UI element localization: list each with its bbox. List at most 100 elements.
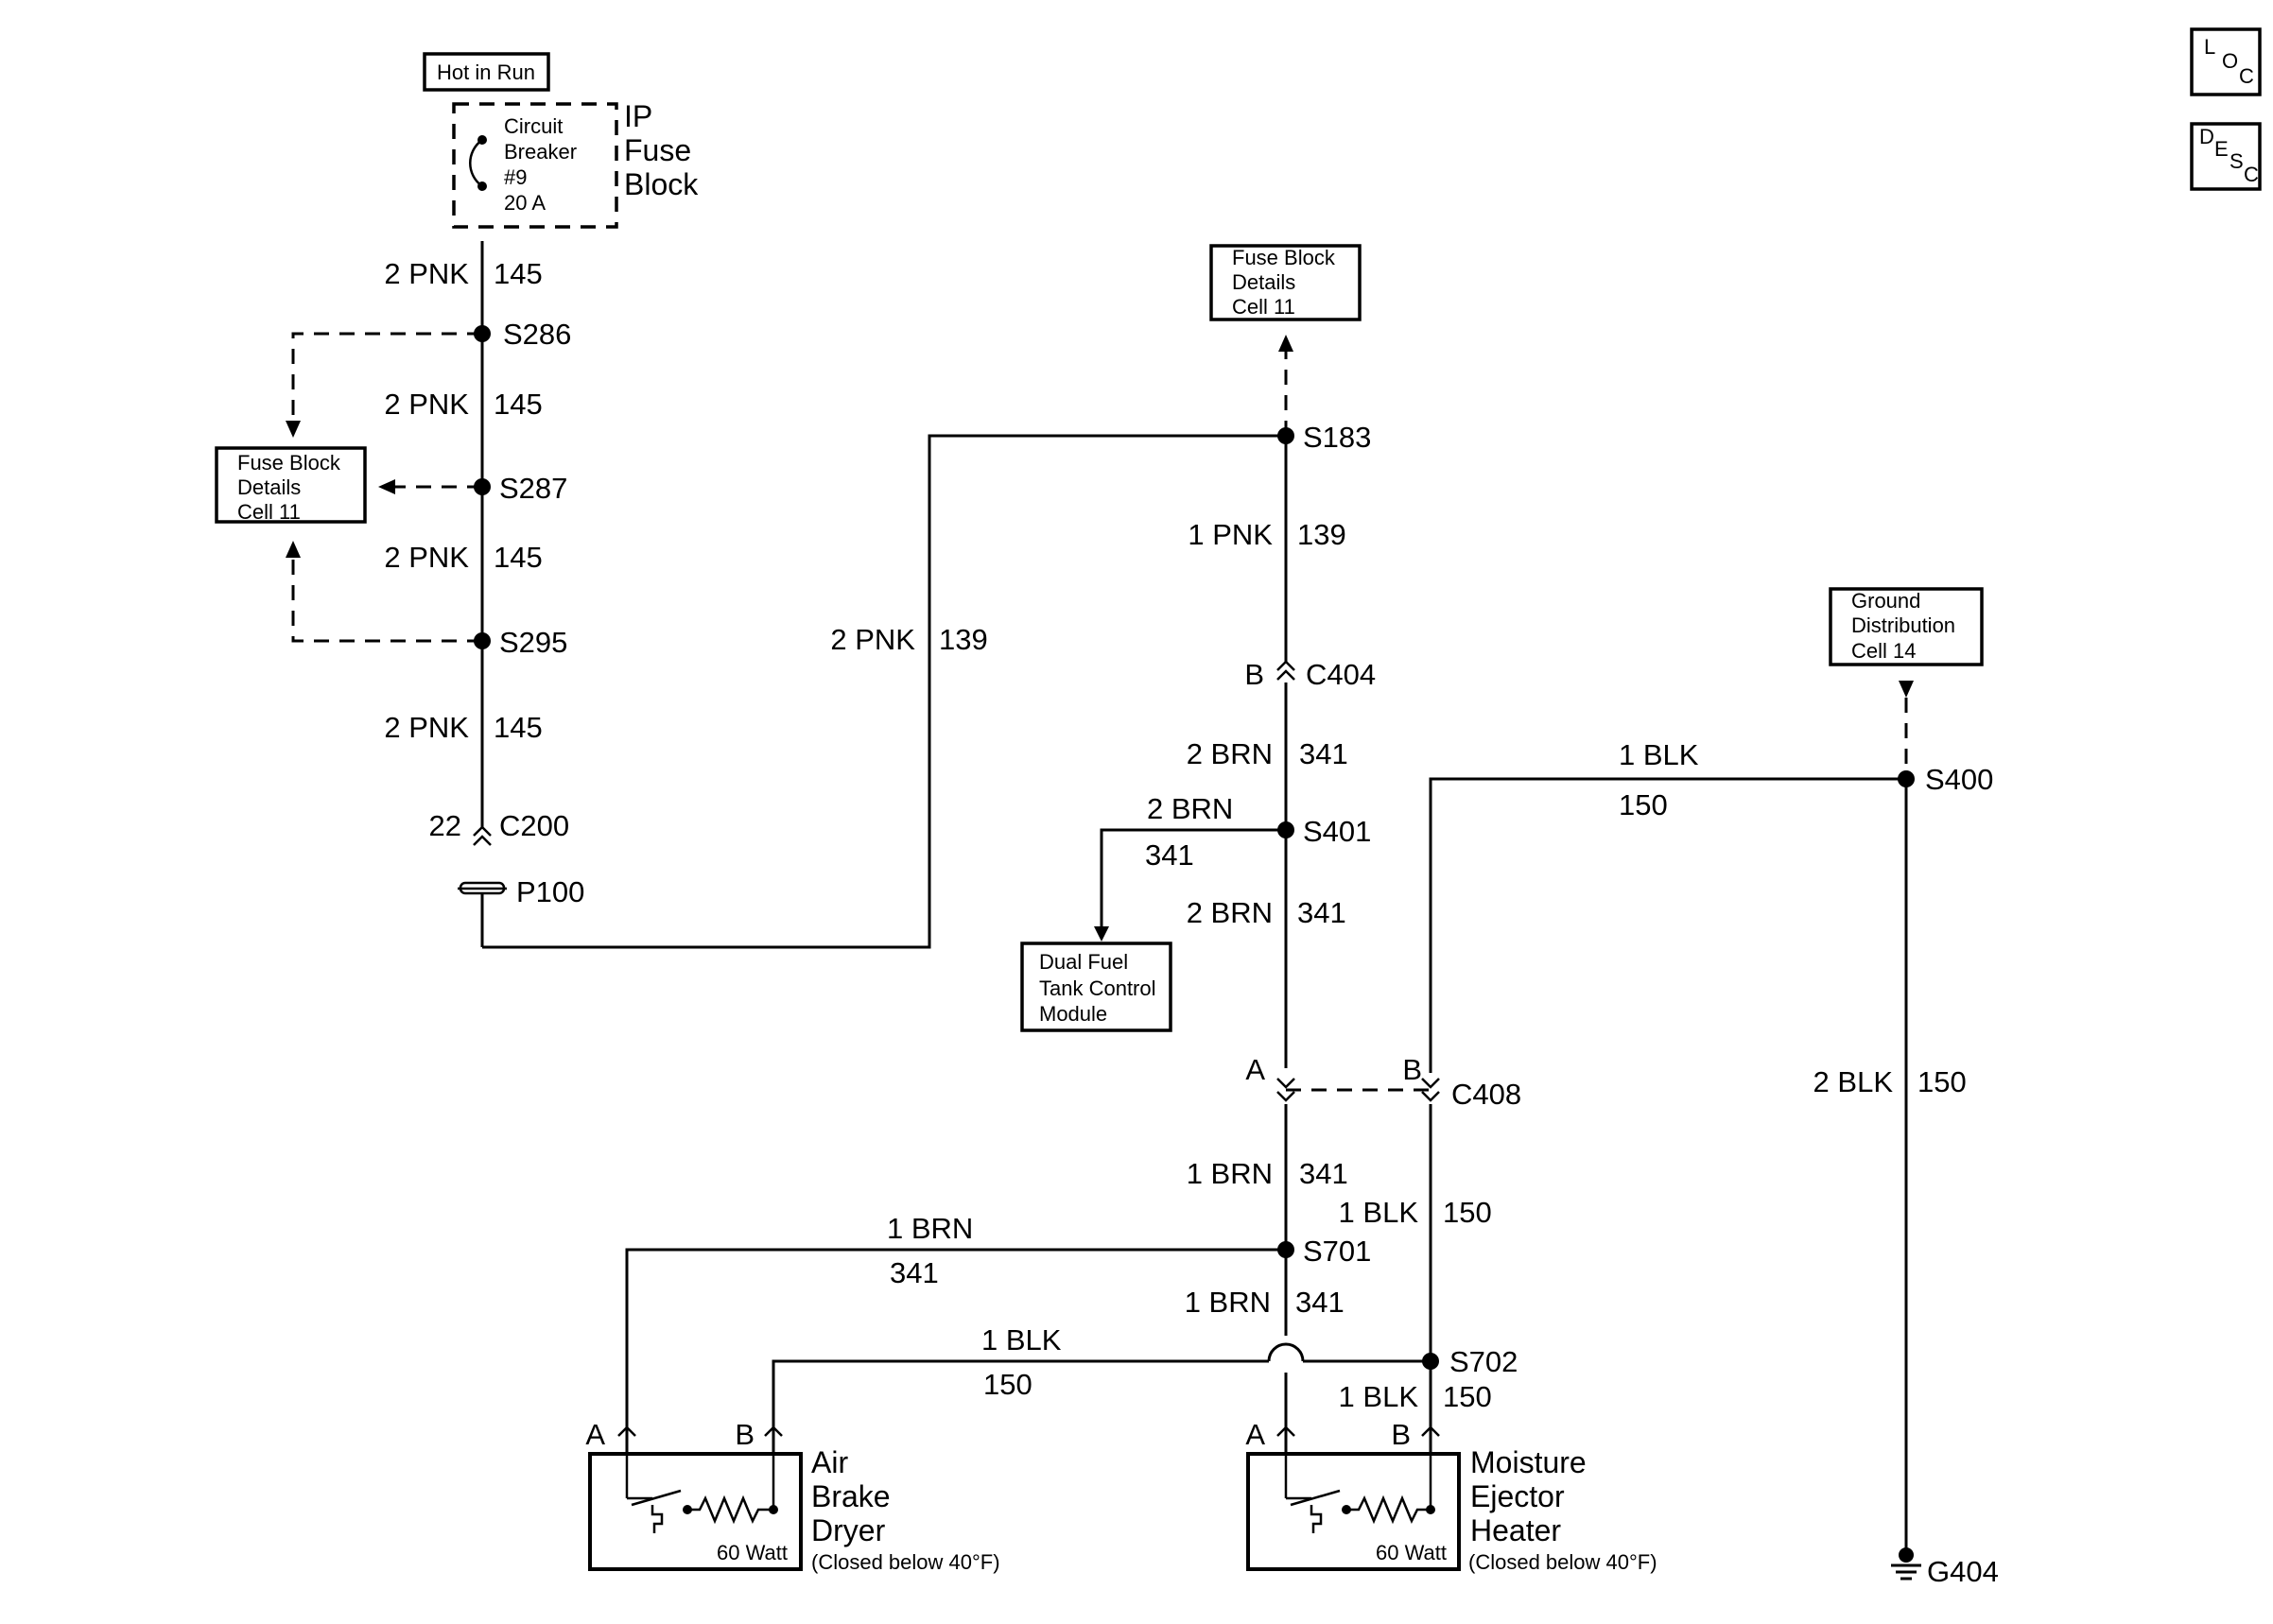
wire-label-circuit: 150 [1443,1380,1492,1413]
desc-letter: C [2244,163,2259,186]
c404-label: C404 [1306,658,1376,691]
wire-label-circuit: 150 [1619,788,1668,821]
fuse-block-details-line-2: Details [237,475,301,499]
wire-label-circuit: 145 [494,388,543,421]
heater-pin-b-label: B [1391,1418,1411,1451]
fuse-block-title-3: Block [624,167,699,201]
connector-c200-icon [473,825,492,846]
splice-dot-s401 [1277,821,1294,838]
wire-label-color: 1 BLK [1619,738,1699,771]
arrow-left-icon [378,479,395,494]
breaker-line-3: #9 [504,165,527,189]
fuse-block-details-line-1: Fuse Block [237,451,341,475]
dryer-name-3: Dryer [811,1513,886,1547]
breaker-line-2: Breaker [504,140,577,164]
heater-name-2: Ejector [1470,1479,1565,1513]
wire-label-circuit: 139 [939,623,988,656]
thermostat-icon [651,1505,664,1533]
fuse-block-title-1: IP [624,99,652,133]
heater-resistor-icon [687,1494,773,1525]
splice-dot-s183 [1277,427,1294,444]
wire-label-color: 2 BLK [1813,1065,1894,1098]
c408-pin-a-label: A [1245,1053,1265,1086]
p100-label: P100 [516,875,584,908]
connector-c404-icon [1276,660,1295,681]
desc-letter: D [2199,125,2214,148]
module-line-2: Tank Control [1039,976,1156,1000]
ground-icon [1891,1547,1921,1581]
wire-label-circuit: 150 [1917,1065,1967,1098]
heater-name-1: Moisture [1470,1445,1587,1479]
wire-label-circuit: 341 [1297,896,1346,929]
dryer-pin-b-label: B [735,1418,755,1451]
breaker-line-1: Circuit [504,114,563,138]
fuse-block-details-box-left [215,446,367,524]
ground-label-g404: G404 [1927,1555,1999,1588]
splice-dot-s701 [1277,1241,1294,1258]
moisture-ejector-heater [1246,1452,1461,1571]
heater-rating: 60 Watt [1376,1541,1447,1564]
breaker-line-4: 20 A [504,191,546,215]
dryer-name-1: Air [811,1445,848,1479]
wire-label-circuit: 341 [1145,838,1194,872]
fuse-block-details-line-3: Cell 11 [1232,295,1295,319]
arrow-up-icon [1278,335,1293,352]
wires [480,241,1908,1555]
fuse-block-details-box-top [1209,244,1362,321]
arrow-down-icon [1899,681,1914,698]
heater-name-3: Heater [1470,1513,1561,1547]
wire-label-color: 2 PNK [830,623,915,656]
wire-label-color: 2 BRN [1187,896,1273,929]
dryer-note: (Closed below 40°F) [811,1550,1000,1574]
splice-label-s701: S701 [1303,1235,1371,1268]
desc-button[interactable]: D E S C [2192,124,2260,189]
wire-label-color: 1 BRN [1187,1157,1273,1190]
c200-label: C200 [499,809,569,842]
ground-distribution-box [1829,587,1984,666]
splice-label-s295: S295 [499,626,567,659]
dual-fuel-tank-module-box [1020,942,1172,1032]
wire-label-circuit: 145 [494,257,543,290]
arrow-down-icon [1094,926,1109,942]
loc-letter: O [2222,49,2238,73]
fuse-block-title-2: Fuse [624,133,691,167]
loc-letter: L [2204,35,2215,59]
dryer-name-2: Brake [811,1479,891,1513]
connector-symbols [458,660,1440,1454]
fuse-block-details-line-2: Details [1232,270,1295,294]
dryer-pin-a-label: A [585,1418,605,1451]
wire-label-color: 1 BLK [1339,1380,1419,1413]
desc-letter: E [2214,137,2229,161]
arrow-down-icon [286,421,301,438]
wire-label-color: 2 PNK [384,711,469,744]
wire-label-color: 2 PNK [384,388,469,421]
wire-label-color: 1 BRN [1185,1286,1271,1319]
loc-button[interactable]: L O C [2192,29,2260,95]
wire-label-color: 1 BLK [981,1323,1062,1356]
circuit-breaker-icon [469,135,487,191]
wire-label-color: 1 BRN [887,1212,973,1245]
ground-dist-line-3: Cell 14 [1851,639,1916,663]
splice-dot-s702 [1422,1353,1439,1370]
splice-label-s702: S702 [1449,1345,1518,1378]
wire-label-circuit: 145 [494,711,543,744]
splice-dot-s286 [474,325,491,342]
hot-in-run-label: Hot in Run [437,60,535,84]
wire-label-circuit: 150 [1443,1196,1492,1229]
loc-letter: C [2239,64,2254,88]
heater-pin-a-label: A [1245,1418,1265,1451]
splice-dot-s400 [1898,770,1915,787]
splice-dot-s287 [474,478,491,495]
splice-label-s286: S286 [503,318,571,351]
c408-label: C408 [1451,1078,1521,1111]
hot-in-run-box [423,52,550,92]
loc-button-box [2190,27,2262,96]
splice-dots [474,325,1915,1370]
wire-label-circuit: 341 [890,1256,939,1289]
heater-note: (Closed below 40°F) [1468,1550,1657,1574]
ground-dist-line-2: Distribution [1851,613,1955,637]
wire-label-color: 2 BRN [1187,737,1273,770]
pass-through-grommet-icon [458,881,507,895]
wire-label-circuit: 341 [1299,737,1348,770]
